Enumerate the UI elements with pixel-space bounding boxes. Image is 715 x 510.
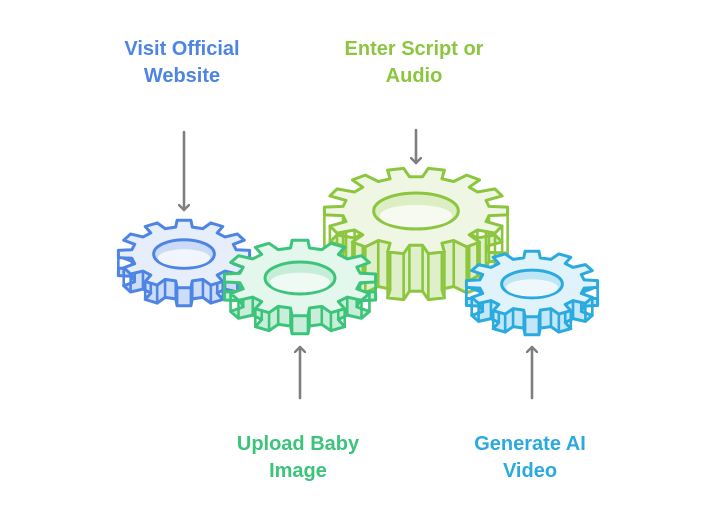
gear-cyan-icon bbox=[464, 249, 600, 337]
step-enter-script-line-1: Enter Script or bbox=[344, 38, 484, 60]
step-enter-script-line-2: Audio bbox=[385, 65, 443, 87]
step-visit-website-label: Visit Official Website bbox=[82, 36, 282, 90]
step-generate-video-label: Generate AI Video bbox=[430, 431, 630, 485]
step-upload-image-line-2: Image bbox=[269, 460, 327, 482]
step-visit-website-line-2: Website bbox=[143, 65, 221, 87]
step-generate-video-line-1: Generate AI bbox=[474, 433, 586, 455]
step-upload-image-label: Upload Baby Image bbox=[198, 431, 398, 485]
step-enter-script-label: Enter Script or Audio bbox=[314, 36, 514, 90]
step-generate-video-line-2: Video bbox=[502, 460, 558, 482]
gear-blue-icon bbox=[116, 218, 252, 308]
step-visit-website-line-1: Visit Official bbox=[124, 38, 240, 60]
gear-green-icon bbox=[222, 238, 378, 336]
step-upload-image-line-1: Upload Baby bbox=[236, 433, 360, 455]
